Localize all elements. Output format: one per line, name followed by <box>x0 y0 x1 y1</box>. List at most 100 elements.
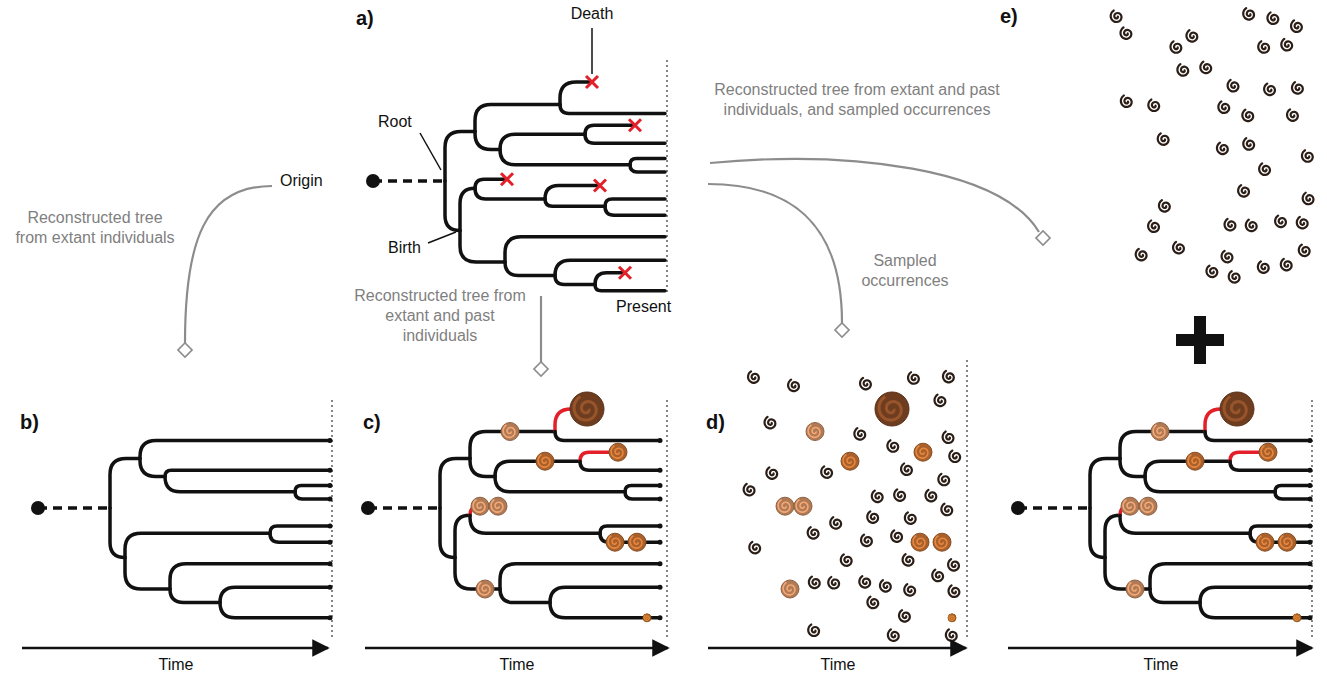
sampled-occurrences <box>744 360 967 641</box>
fossil-shell <box>887 440 898 451</box>
shell-body <box>570 392 604 426</box>
fossil-shell <box>943 371 954 382</box>
time-arrow <box>1008 647 1312 650</box>
shell-body <box>1139 497 1157 515</box>
shell-spiral <box>867 511 878 522</box>
tip-dot <box>328 497 333 502</box>
lineage-branch <box>600 526 660 533</box>
fossil-shell <box>1303 193 1314 204</box>
shell-spiral <box>1200 62 1211 73</box>
shell-spiral <box>1159 200 1170 211</box>
fossil-shell <box>1302 150 1313 161</box>
lineage-branch <box>545 199 605 206</box>
shell-spiral <box>1206 266 1217 277</box>
shell-spiral <box>491 500 503 513</box>
fossil-shell <box>925 490 936 501</box>
shell-spiral <box>903 554 914 565</box>
fossil-shell <box>828 577 839 588</box>
fossil-shell <box>867 511 878 522</box>
fossil-shell <box>1218 101 1229 112</box>
shell-body <box>1151 423 1169 441</box>
tree-label: Present <box>616 297 671 317</box>
fossil-shell <box>830 517 841 528</box>
shell-spiral <box>1170 41 1181 52</box>
shell-spiral <box>473 500 485 513</box>
shell-spiral <box>943 371 954 382</box>
shell-spiral <box>1287 109 1298 120</box>
shell-spiral <box>1153 425 1165 438</box>
lineage-branch <box>1145 477 1275 492</box>
shell-spiral <box>749 542 760 553</box>
shell-spiral <box>1281 39 1292 50</box>
shell-spiral <box>1218 101 1229 112</box>
lineage-branch <box>1275 486 1310 492</box>
fossil-shell <box>1111 11 1122 22</box>
axis-label: Time <box>500 655 535 675</box>
shell-spiral <box>943 432 954 443</box>
fossil-shell <box>949 451 960 462</box>
tip-dot <box>1308 497 1313 502</box>
fossil-shell <box>501 423 519 441</box>
death-cross <box>586 76 598 88</box>
fossil-shell <box>809 577 820 588</box>
shell-spiral <box>744 484 755 495</box>
lineage-branch <box>560 105 665 114</box>
origin-dot <box>366 174 380 188</box>
fossil-shell <box>570 392 604 426</box>
shell-spiral <box>880 580 891 591</box>
fossil-shell <box>794 497 812 515</box>
lineage-branch <box>595 285 665 291</box>
shell-body <box>643 614 651 622</box>
lineage-branch <box>1150 564 1310 589</box>
pointer-diamond <box>835 323 849 337</box>
fossil-shell <box>941 504 952 515</box>
shell-spiral <box>828 577 839 588</box>
fossil-shell <box>899 610 910 621</box>
panel-letter: d) <box>706 410 725 435</box>
shell-spiral <box>1111 11 1122 22</box>
present-line <box>331 400 332 640</box>
shell-spiral <box>905 512 916 523</box>
shell-spiral <box>867 597 878 608</box>
shell-spiral <box>859 576 870 587</box>
tip-dot <box>658 483 663 488</box>
lineage-branch <box>110 508 125 558</box>
shell-body <box>606 533 624 551</box>
fossil-shell <box>861 535 872 546</box>
fossil-shell <box>867 597 878 608</box>
shell-spiral <box>899 610 910 621</box>
lineage-branch <box>500 564 660 589</box>
fossil-shell <box>1238 185 1249 196</box>
fossil-shell <box>1173 242 1184 253</box>
present-line <box>666 60 667 292</box>
shell-spiral <box>1258 536 1270 549</box>
panel-letter: e) <box>1000 4 1018 29</box>
shell-spiral <box>1148 100 1159 111</box>
shell-spiral <box>644 615 649 621</box>
lineage-branch <box>295 492 330 499</box>
lineage-branch <box>460 231 505 263</box>
shell-spiral <box>630 536 642 549</box>
lineage-branch <box>470 459 495 477</box>
leader-line <box>420 133 441 170</box>
pointer-caption: Sampled occurrences <box>845 251 965 291</box>
shell-spiral <box>946 629 957 640</box>
fossil-shell <box>766 467 777 478</box>
fossil-shell <box>1229 271 1240 282</box>
fossil-shell <box>905 512 916 523</box>
fossil-shell <box>609 443 627 461</box>
fossil-shell <box>821 466 832 477</box>
lineage-branch <box>500 589 550 603</box>
fossil-shell <box>914 443 932 461</box>
lineage-branch <box>505 237 665 262</box>
shell-spiral <box>830 517 841 528</box>
tip-dot <box>658 615 663 620</box>
lineage-branch <box>1230 461 1310 470</box>
shell-body <box>1220 392 1254 426</box>
fossil-shell <box>943 432 954 443</box>
tip-dot <box>1308 468 1313 473</box>
lineage-branch <box>440 508 455 558</box>
fossil-shell <box>1246 220 1257 231</box>
lineage-branch <box>605 199 665 206</box>
